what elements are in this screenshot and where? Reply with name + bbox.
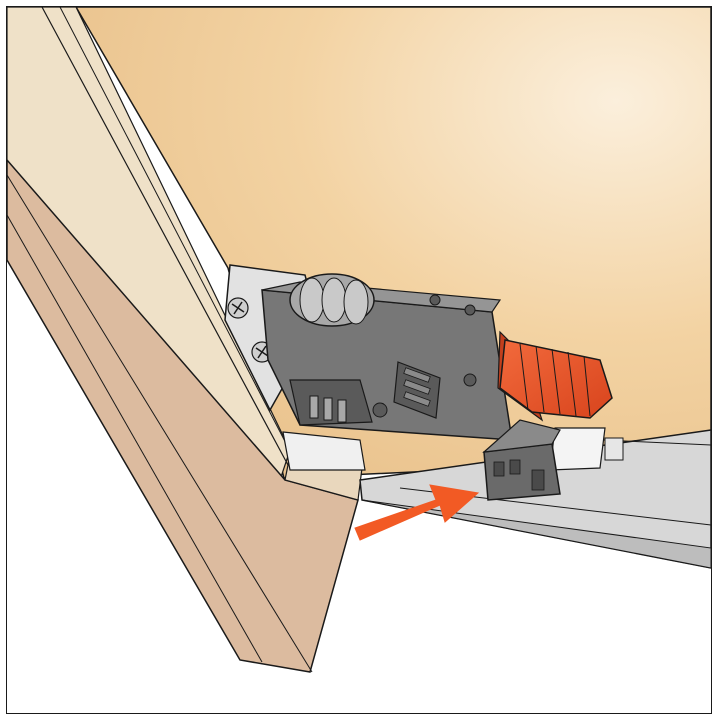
device-label-plate	[393, 361, 441, 419]
side-groove	[6, 214, 263, 663]
edge-line	[41, 6, 289, 466]
bracket-foot	[282, 431, 366, 471]
device-hole	[464, 304, 476, 316]
device-hole	[429, 294, 441, 306]
side-groove	[6, 174, 313, 673]
bracket-clip	[549, 427, 606, 471]
device-hole	[372, 402, 388, 418]
screw-icon	[227, 297, 249, 319]
catch-slots	[493, 459, 545, 491]
edge-line	[59, 6, 293, 456]
arrow-icon	[354, 484, 480, 541]
runner-slot	[604, 437, 624, 461]
catch-top	[482, 419, 561, 453]
device-ribs	[309, 395, 347, 423]
adjustment-wheel	[289, 273, 375, 327]
release-lever	[497, 330, 613, 422]
device-hole	[463, 373, 477, 387]
